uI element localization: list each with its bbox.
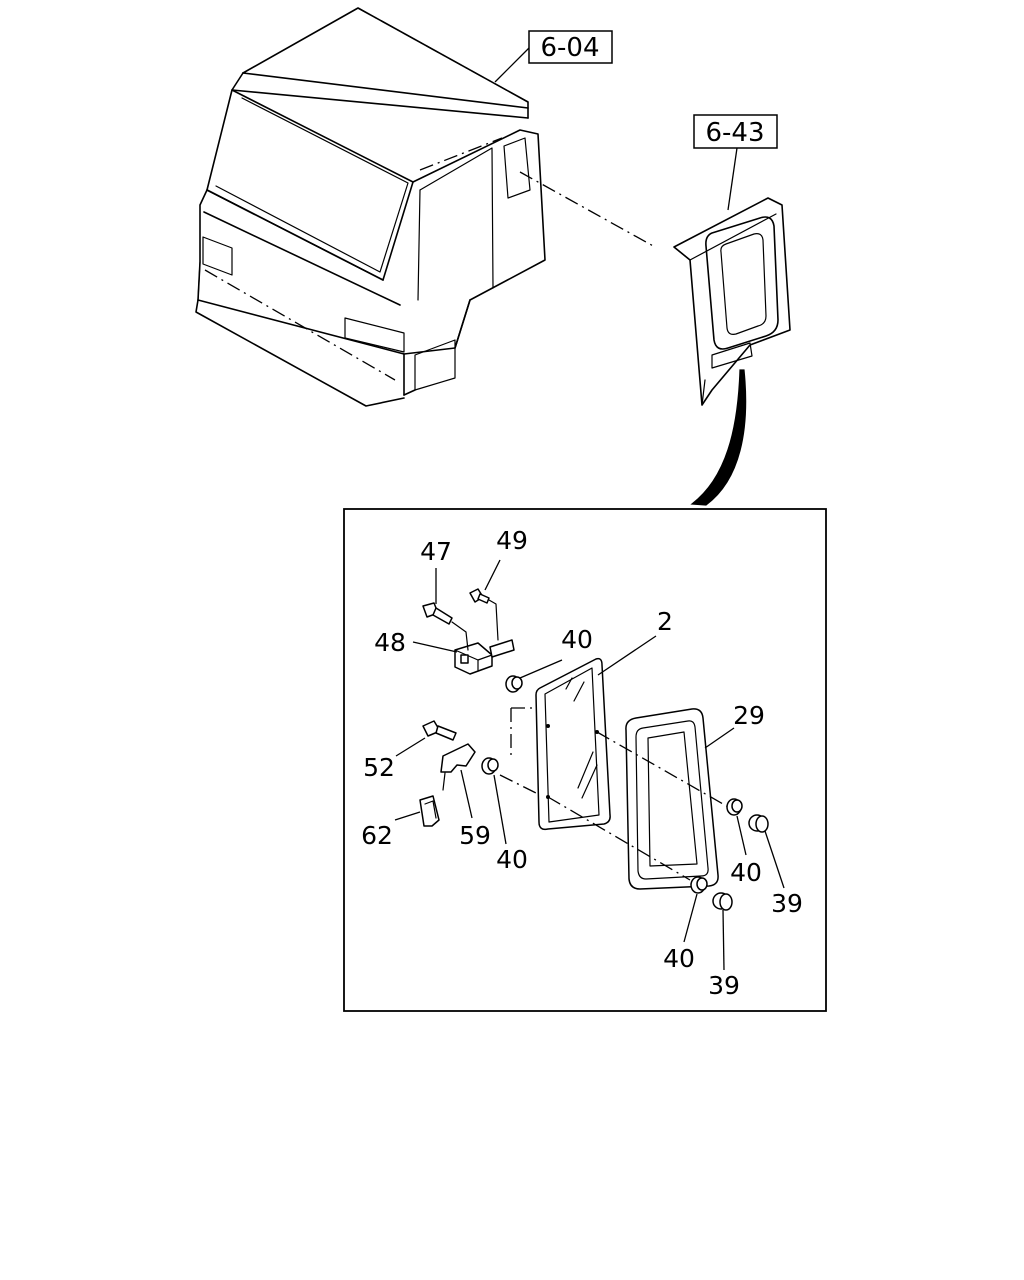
bolt-icon: [422, 602, 453, 625]
clip-icon: [440, 743, 476, 773]
callout-40: 40: [730, 858, 762, 887]
svg-text:6-43: 6-43: [705, 118, 764, 148]
rear-side-panel-icon: [673, 197, 791, 406]
callout-40: 40: [663, 944, 695, 973]
svg-text:6-04: 6-04: [540, 33, 599, 63]
callout-39: 39: [771, 889, 803, 918]
cap-icon: [712, 892, 733, 911]
window-glass-icon: [535, 657, 611, 831]
callout-29: 29: [733, 701, 765, 730]
callout-47: 47: [420, 537, 452, 566]
cap-icon: [748, 814, 769, 833]
hinge-bracket-icon: [454, 639, 515, 675]
grommet-icon: [505, 675, 523, 693]
callout-39: 39: [708, 971, 740, 1000]
callout-40: 40: [496, 845, 528, 874]
reference-6-43[interactable]: 6-43: [693, 114, 778, 149]
callout-40: 40: [561, 625, 593, 654]
callout-62: 62: [361, 821, 393, 850]
callout-52: 52: [363, 753, 395, 782]
bolt-icon: [469, 588, 490, 604]
truck-cab-icon: [195, 7, 546, 407]
grommet-icon: [481, 757, 499, 775]
callout-48: 48: [374, 628, 406, 657]
clip-icon: [419, 795, 440, 827]
callout-2: 2: [657, 607, 673, 636]
bolt-icon: [422, 720, 457, 741]
window-seal-icon: [625, 708, 719, 890]
grommet-icon: [726, 798, 743, 816]
grommet-icon: [690, 876, 708, 894]
reference-6-04[interactable]: 6-04: [528, 30, 613, 64]
callout-49: 49: [496, 526, 528, 555]
callout-59: 59: [459, 821, 491, 850]
detail-frame: [343, 508, 827, 1012]
